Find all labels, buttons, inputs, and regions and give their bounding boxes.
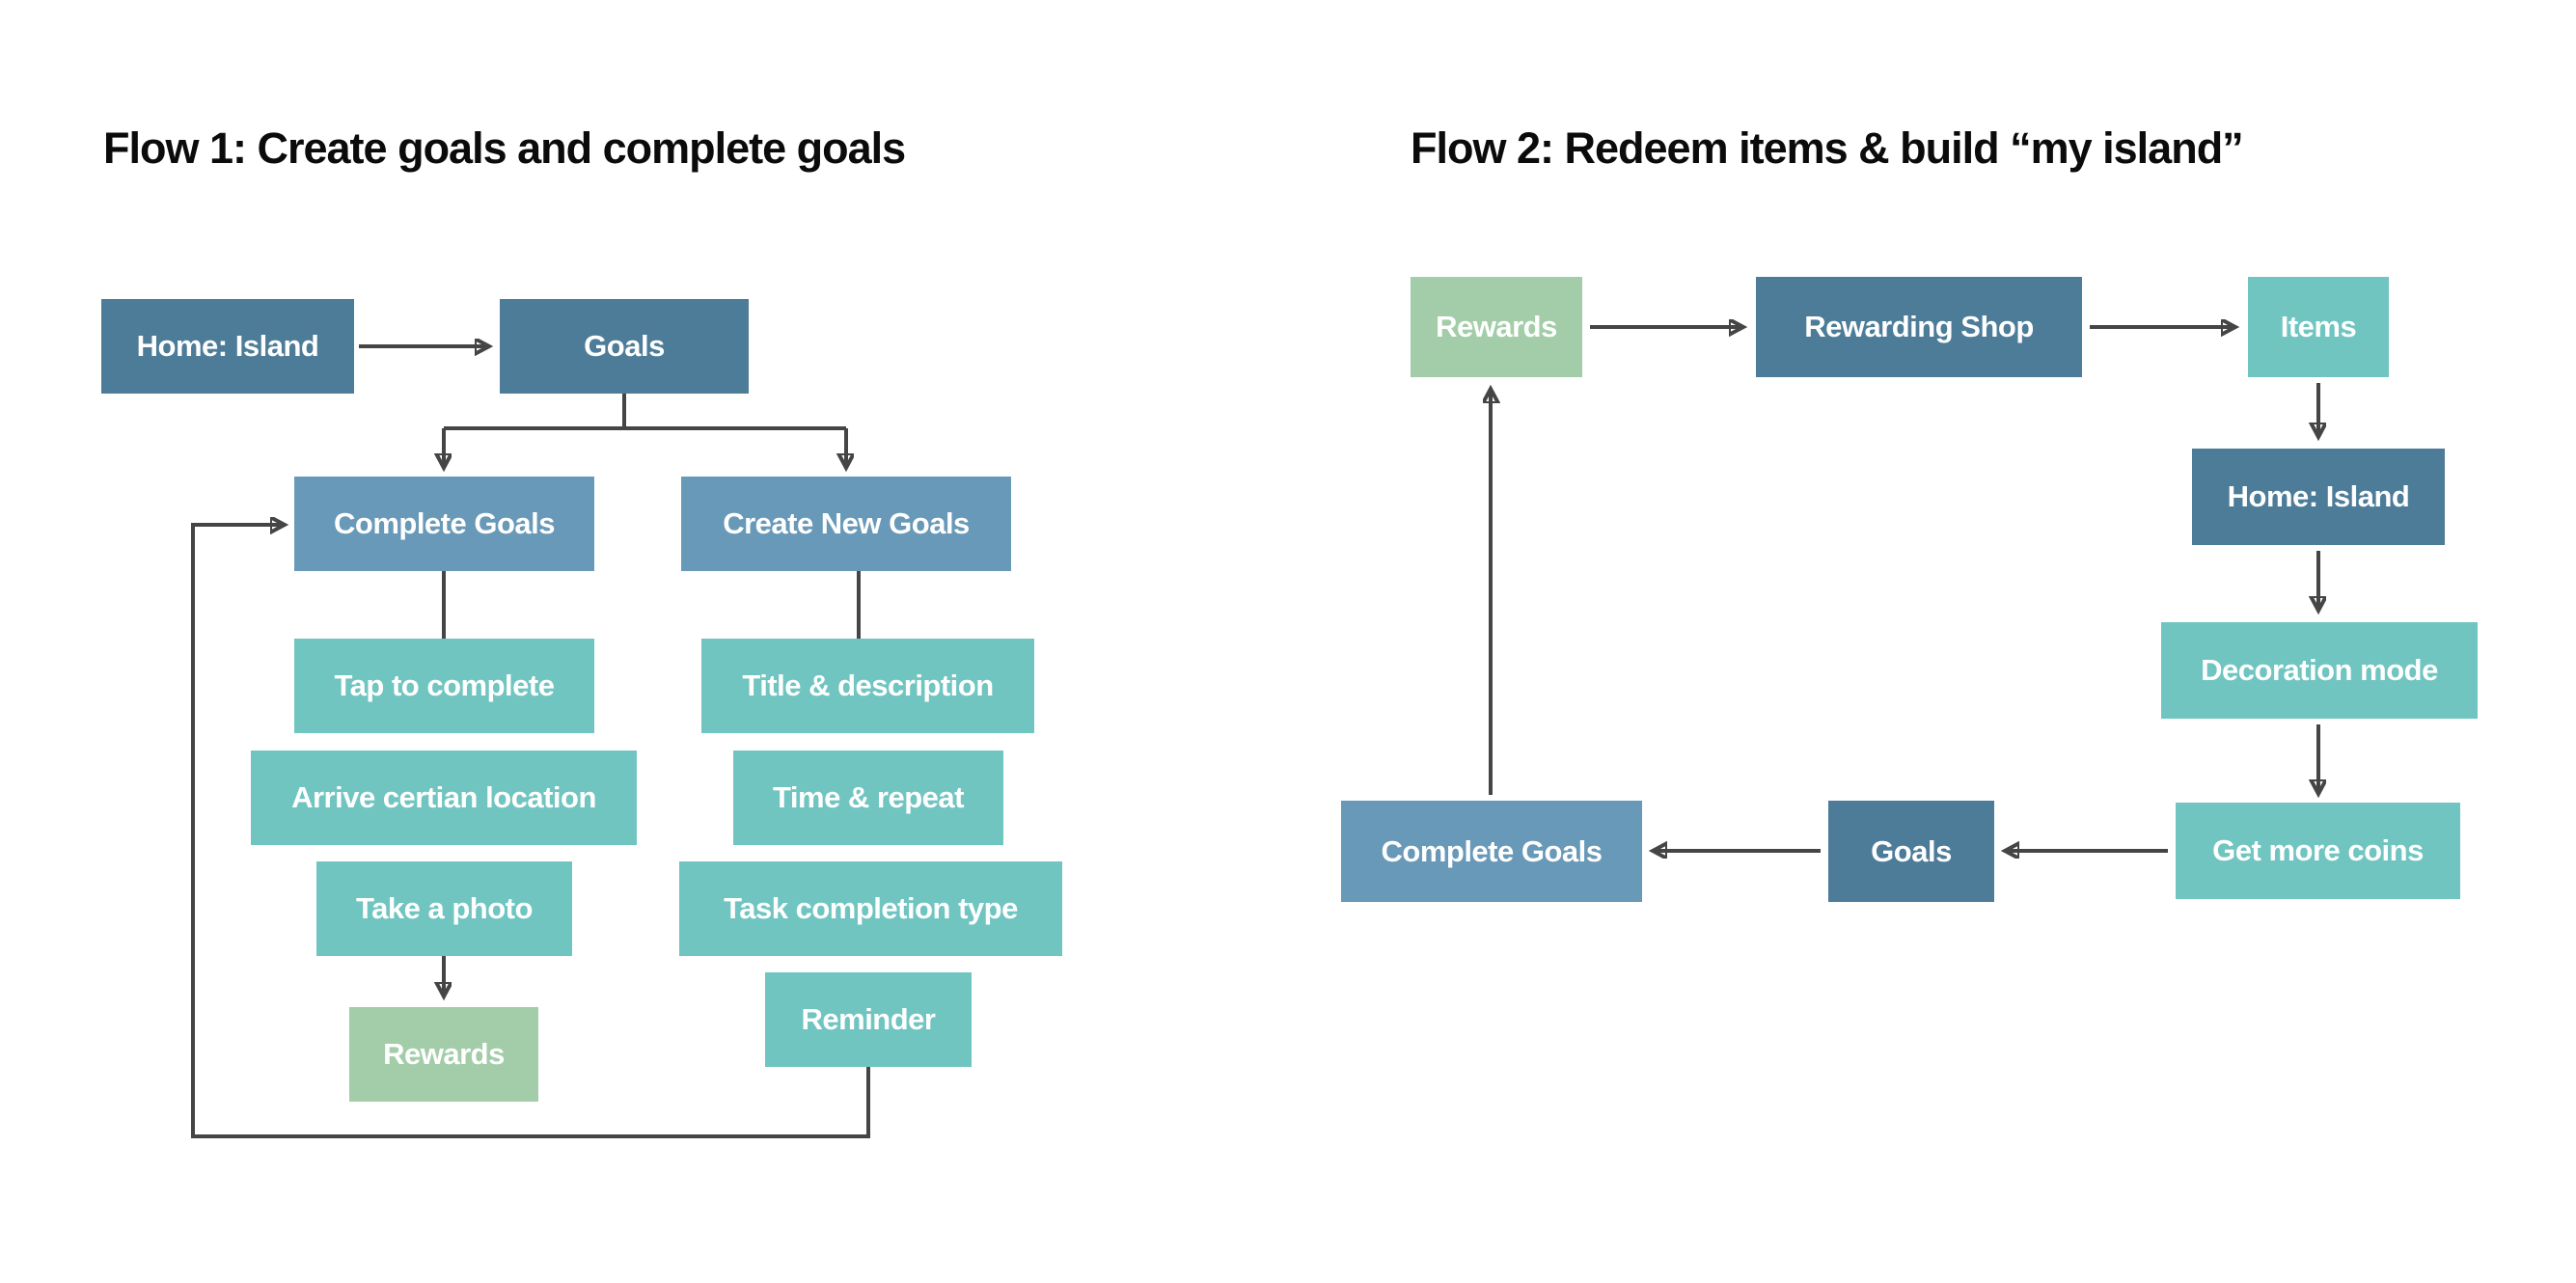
node-flow2-goals: Goals (1828, 801, 1994, 902)
node-flow1-home-island: Home: Island (101, 299, 354, 394)
node-flow1-arrive-location: Arrive certian location (251, 751, 637, 845)
node-flow1-time-repeat: Time & repeat (733, 751, 1003, 845)
node-flow2-home-island: Home: Island (2192, 449, 2445, 545)
node-flow1-create-new-goals: Create New Goals (681, 477, 1011, 571)
node-flow1-rewards: Rewards (349, 1007, 538, 1102)
node-flow2-complete-goals: Complete Goals (1341, 801, 1642, 902)
node-flow1-goals: Goals (500, 299, 749, 394)
node-flow1-task-completion-type: Task completion type (679, 861, 1062, 956)
node-flow2-rewarding-shop: Rewarding Shop (1756, 277, 2082, 377)
node-flow2-rewards: Rewards (1411, 277, 1582, 377)
node-flow2-decoration-mode: Decoration mode (2161, 622, 2478, 719)
node-flow1-take-a-photo: Take a photo (316, 861, 572, 956)
node-flow2-items: Items (2248, 277, 2389, 377)
flow2-title: Flow 2: Redeem items & build “my island” (1411, 123, 2244, 173)
node-flow1-title-description: Title & description (701, 639, 1034, 733)
node-flow2-get-more-coins: Get more coins (2176, 803, 2460, 899)
node-flow1-tap-to-complete: Tap to complete (294, 639, 594, 733)
flow1-title: Flow 1: Create goals and complete goals (103, 123, 906, 173)
node-flow1-complete-goals: Complete Goals (294, 477, 594, 571)
node-flow1-reminder: Reminder (765, 972, 972, 1067)
